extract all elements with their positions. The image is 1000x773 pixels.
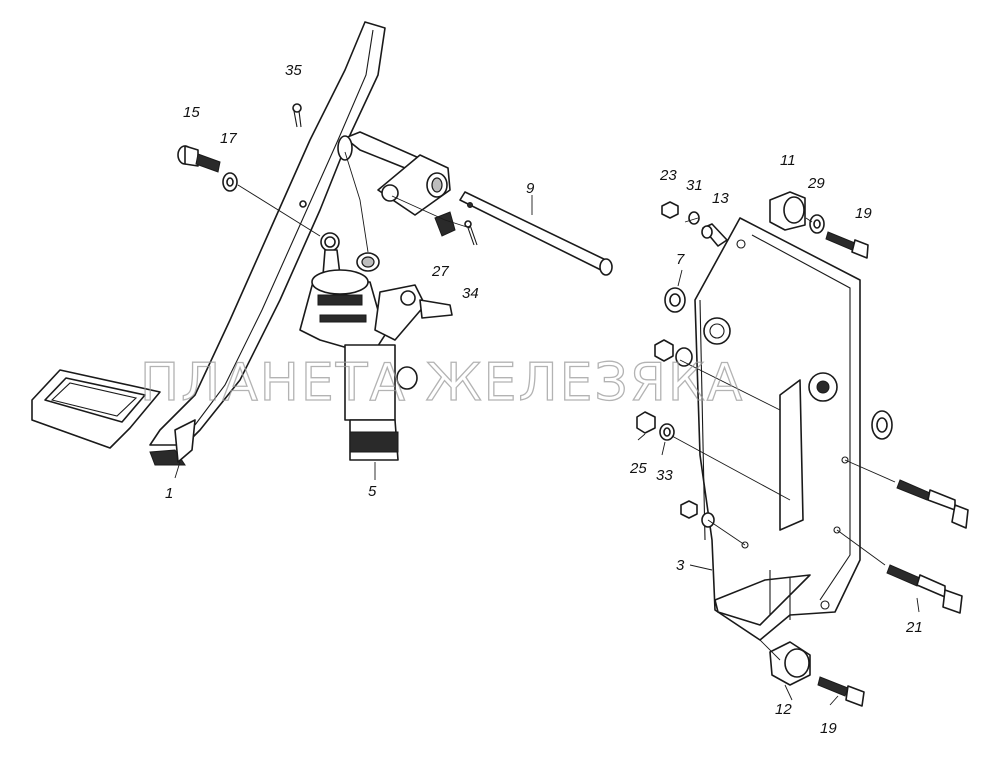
- washer-33: [659, 423, 675, 441]
- callout-17: 17: [220, 130, 237, 147]
- callout-19-bottom: 19: [820, 720, 837, 737]
- nut-23: [661, 201, 679, 219]
- callout-35: 35: [285, 62, 302, 79]
- callout-29: 29: [807, 175, 825, 192]
- pin-shaft: [459, 191, 613, 276]
- bushing-11: [769, 191, 806, 231]
- cotter-pin-34: [464, 220, 478, 246]
- bolt-19-top: [825, 231, 869, 259]
- callout-11: 11: [780, 152, 796, 169]
- callout-33: 33: [656, 467, 673, 484]
- bolt-21: [886, 564, 963, 614]
- callout-19-top: 19: [855, 205, 872, 222]
- callout-3: 3: [676, 557, 685, 574]
- washer-right: [871, 410, 893, 440]
- callout-9: 9: [526, 180, 535, 197]
- pedal-lever: [149, 21, 386, 466]
- bolt-19-bottom: [817, 676, 865, 707]
- washer-31: [688, 211, 700, 225]
- master-cylinder: [299, 232, 453, 461]
- washer-7: [664, 287, 686, 313]
- callout-25: 25: [629, 460, 647, 477]
- callout-21: 21: [905, 619, 923, 636]
- bushing-12: [769, 641, 811, 686]
- bolt-upper: [896, 479, 969, 529]
- callout-1: 1: [165, 485, 173, 502]
- callout-34: 34: [462, 285, 479, 302]
- nut-25: [636, 411, 656, 434]
- callout-7: 7: [676, 251, 685, 268]
- nut-middle: [654, 339, 693, 367]
- callout-5: 5: [368, 483, 377, 500]
- callout-15: 15: [183, 104, 200, 121]
- callout-labels: 1 3 5 7 9 11 12 13 15 17 19 19 21 23 25 …: [165, 62, 923, 737]
- bracket-body: [694, 217, 861, 641]
- callout-31: 31: [686, 177, 703, 194]
- callout-leaders: [174, 195, 920, 706]
- bolt-15: [177, 145, 221, 173]
- callout-12: 12: [775, 701, 792, 718]
- callout-13: 13: [712, 190, 729, 207]
- lever-bracket: [337, 131, 451, 216]
- pedal-pad: [31, 369, 161, 449]
- washer-17: [222, 172, 238, 192]
- castle-nut: [434, 211, 456, 237]
- watermark: ПЛАНЕТА ЖЕЛЕЗЯКА: [140, 353, 744, 413]
- callout-23: 23: [659, 167, 677, 184]
- sleeve-13: [701, 223, 728, 247]
- assembly-lines: [237, 151, 896, 661]
- washer-29: [809, 214, 825, 234]
- cotter-pin-35: [292, 103, 302, 128]
- callout-27: 27: [431, 263, 449, 280]
